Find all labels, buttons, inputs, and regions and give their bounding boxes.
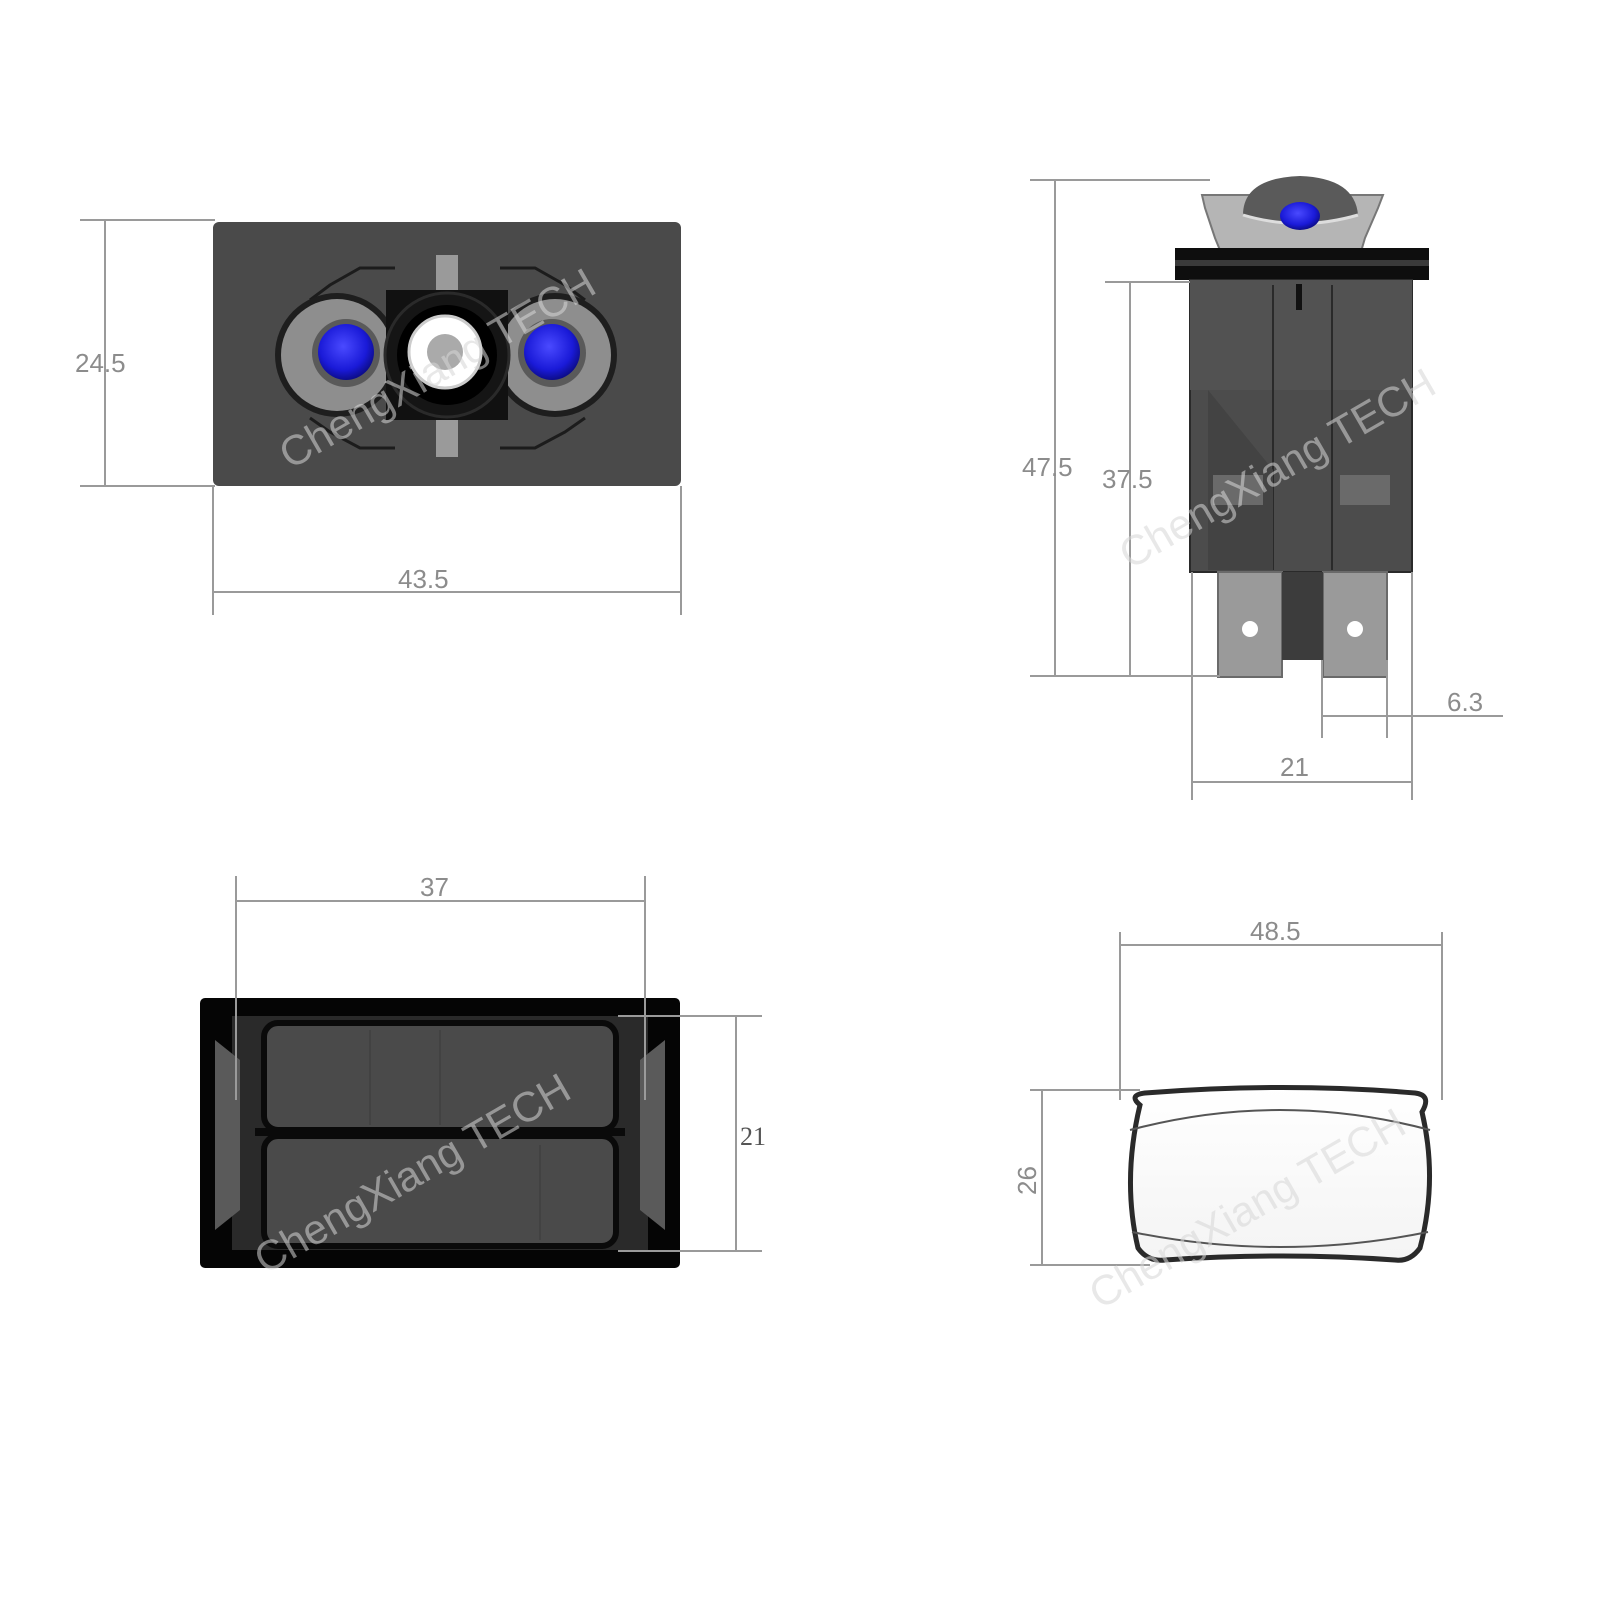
side-body-height-label: 37.5: [1102, 464, 1153, 494]
bottom-rocker-lower: [261, 1133, 619, 1249]
side-terminal-width-label: 6.3: [1447, 687, 1483, 717]
top-height-label: 26: [1012, 1166, 1042, 1195]
bottom-view: 37 21: [200, 872, 766, 1268]
front-height-label: 24.5: [75, 348, 126, 378]
side-total-height-label: 47.5: [1022, 452, 1073, 482]
front-led-left: [318, 324, 374, 380]
bottom-height-label: 21: [740, 1122, 766, 1151]
front-led-right: [524, 324, 580, 380]
side-view: 47.5 37.5 6.3 21: [1022, 176, 1503, 800]
bottom-width-label: 37: [420, 872, 449, 902]
front-bracket-right: [500, 266, 586, 450]
top-rocker-outline: [1127, 1085, 1432, 1263]
side-led: [1280, 202, 1320, 230]
side-body-width-label: 21: [1280, 752, 1309, 782]
front-view: 24.5 43.5: [75, 219, 682, 615]
top-width-label: 48.5: [1250, 916, 1301, 946]
front-bracket-left: [309, 266, 395, 450]
side-rocker-top: [1243, 176, 1358, 222]
top-view: 48.5 26: [1012, 916, 1443, 1266]
front-width-label: 43.5: [398, 564, 449, 594]
